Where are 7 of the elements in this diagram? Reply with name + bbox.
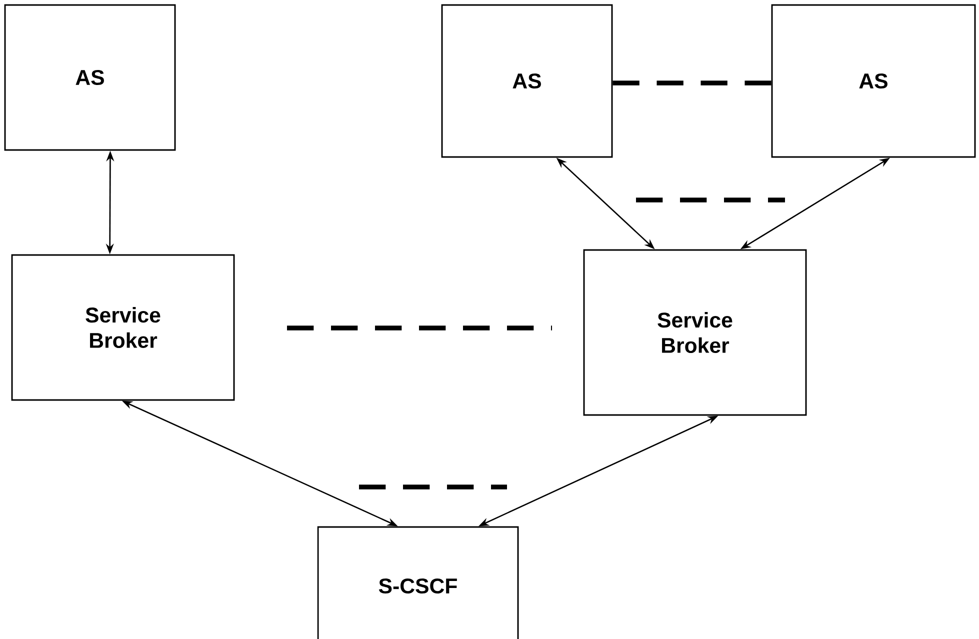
box: AS	[771, 4, 976, 158]
box: S-CSCF	[317, 526, 519, 639]
box: Service Broker	[583, 249, 807, 416]
dashed-line	[612, 80, 772, 86]
box: Service Broker	[11, 254, 235, 401]
box: AS	[441, 4, 613, 158]
box: AS	[4, 4, 176, 151]
